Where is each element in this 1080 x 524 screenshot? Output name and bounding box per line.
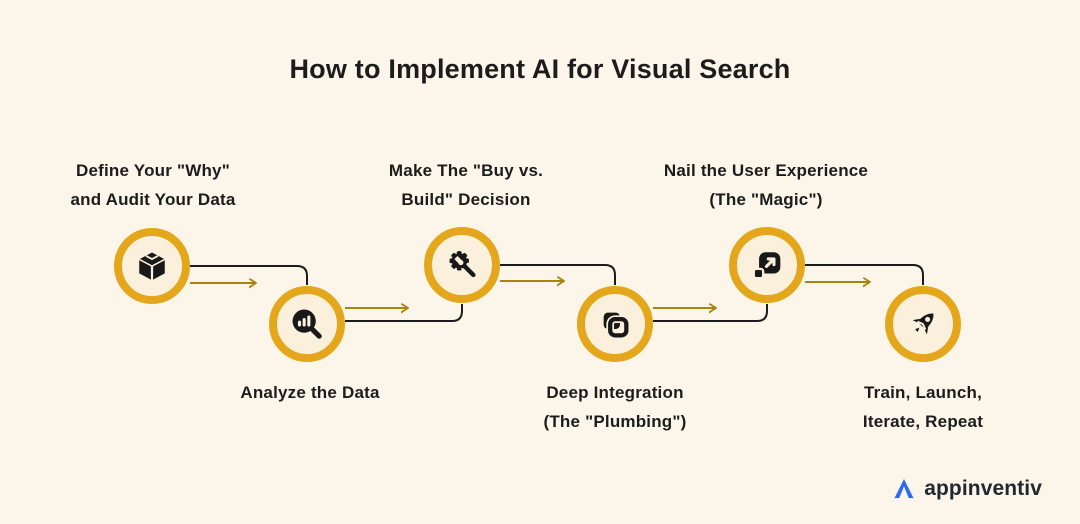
- connector-step4-step5: [653, 304, 768, 322]
- connector-step2-step3: [345, 304, 463, 322]
- step-label-3: Make The "Buy vs. Build" Decision: [389, 156, 543, 214]
- step-node-6: [885, 286, 961, 362]
- step-node-3: [424, 227, 500, 303]
- step-node-1: [114, 228, 190, 304]
- step-node-2: [269, 286, 345, 362]
- connector-step3-step4: [500, 264, 616, 285]
- step-label-4-line2: (The "Plumbing"): [543, 412, 687, 431]
- step-node-5: [729, 227, 805, 303]
- step-label-3-line1: Make The "Buy vs.: [388, 161, 544, 180]
- brand-logo: appinventiv: [891, 476, 1042, 502]
- step-label-6: Train, Launch, Iterate, Repeat: [863, 378, 983, 436]
- brand-logo-text: appinventiv: [924, 477, 1042, 500]
- appinventiv-logo-icon: [894, 479, 914, 499]
- step-label-5: Nail the User Experience (The "Magic"): [664, 156, 868, 214]
- package-box-icon: [139, 252, 165, 280]
- connector-step5-step6: [805, 264, 924, 285]
- step-label-1-line2: and Audit Your Data: [70, 190, 236, 209]
- rocket-icon: [912, 313, 934, 335]
- integration-squares-icon: [603, 312, 631, 340]
- step-label-2: Analyze the Data: [240, 378, 379, 407]
- connector-step1-step2: [190, 265, 308, 285]
- gear-wrench-icon: [449, 251, 479, 281]
- step-label-5-line2: (The "Magic"): [709, 190, 823, 209]
- step-label-5-line1: Nail the User Experience: [663, 161, 869, 180]
- step-label-1-line1: Define Your "Why": [76, 161, 230, 180]
- step-label-6-line1: Train, Launch,: [863, 383, 983, 402]
- page-title: How to Implement AI for Visual Search: [289, 54, 791, 84]
- expand-arrow-icon: [752, 252, 781, 280]
- step-label-1: Define Your "Why" and Audit Your Data: [71, 156, 236, 214]
- chart-magnifier-icon: [292, 309, 322, 339]
- step-label-4-line1: Deep Integration: [546, 383, 684, 402]
- step-node-4: [577, 286, 653, 362]
- step-label-4: Deep Integration (The "Plumbing"): [543, 378, 686, 436]
- step-label-6-line2: Iterate, Repeat: [862, 412, 984, 431]
- step-label-2-line1: Analyze the Data: [240, 383, 380, 402]
- step-label-3-line2: Build" Decision: [401, 190, 531, 209]
